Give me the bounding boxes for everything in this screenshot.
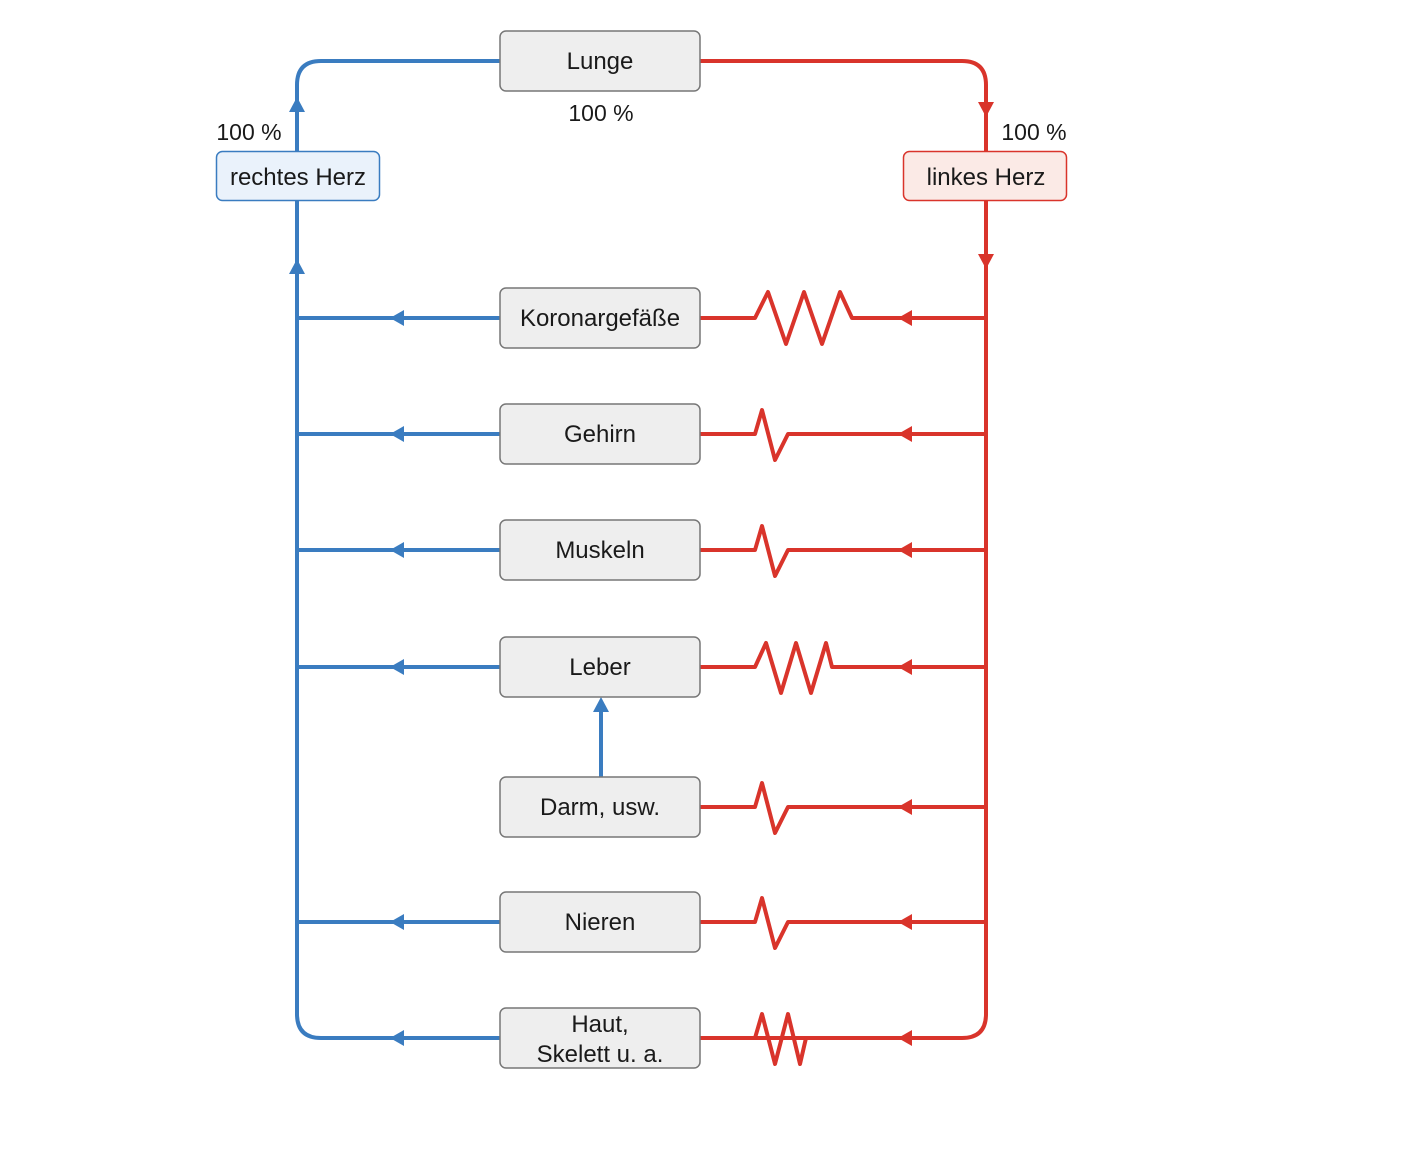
flow-arrow-left [390,1030,404,1046]
organ-box [499,636,701,698]
flow-arrow-left [898,426,912,442]
flow-arrow-down [978,254,994,269]
arterial-branch-resistance [700,290,986,346]
flow-arrow-left [898,799,912,815]
arterial-branch-resistance [700,1012,962,1066]
flow-arrow-up [289,97,305,112]
organ-label: Nieren [565,909,636,936]
lung-percent: 100 % [568,100,633,126]
flow-arrow-down [978,102,994,117]
arterial-branch-resistance [700,408,986,462]
flow-arrow-left [898,659,912,675]
arterial-branch-resistance [700,896,986,950]
left-heart-label: linkes Herz [927,164,1046,191]
organ-box [499,776,701,838]
organ-label: Leber [569,654,630,681]
organ-label: Koronargefäße [520,305,680,332]
flow-arrow-left [390,426,404,442]
arterial-branch-resistance [700,524,986,578]
left-heart-percent: 100 % [1001,119,1066,145]
flow-arrow-left [898,542,912,558]
arterial-branch-resistance [700,781,986,835]
lung-box [499,30,701,92]
organ-label: Skelett u. a. [537,1041,664,1068]
organ-label: Darm, usw. [540,794,660,821]
lung-label: Lunge [567,48,634,75]
flow-arrow-left [390,659,404,675]
flow-arrow-left [390,914,404,930]
organ-label: Gehirn [564,421,636,448]
organ-box [499,403,701,465]
flow-arrow-up [289,259,305,274]
right-heart-percent: 100 % [216,119,281,145]
organ-label: Muskeln [555,537,644,564]
organ-box [499,519,701,581]
organ-box [499,891,701,953]
right-heart-box [215,150,381,202]
flow-arrow-left [898,914,912,930]
organ-label: Haut, [571,1011,628,1038]
flow-arrow-left [898,1030,912,1046]
flow-arrow-up [593,697,609,712]
flow-arrow-left [390,542,404,558]
organ-box [499,287,701,349]
left-heart-box [902,150,1068,202]
flow-arrow-left [390,310,404,326]
right-heart-label: rechtes Herz [230,164,366,191]
flow-arrow-left [898,310,912,326]
organ-box [499,1007,701,1069]
arterial-branch-resistance [700,641,986,695]
